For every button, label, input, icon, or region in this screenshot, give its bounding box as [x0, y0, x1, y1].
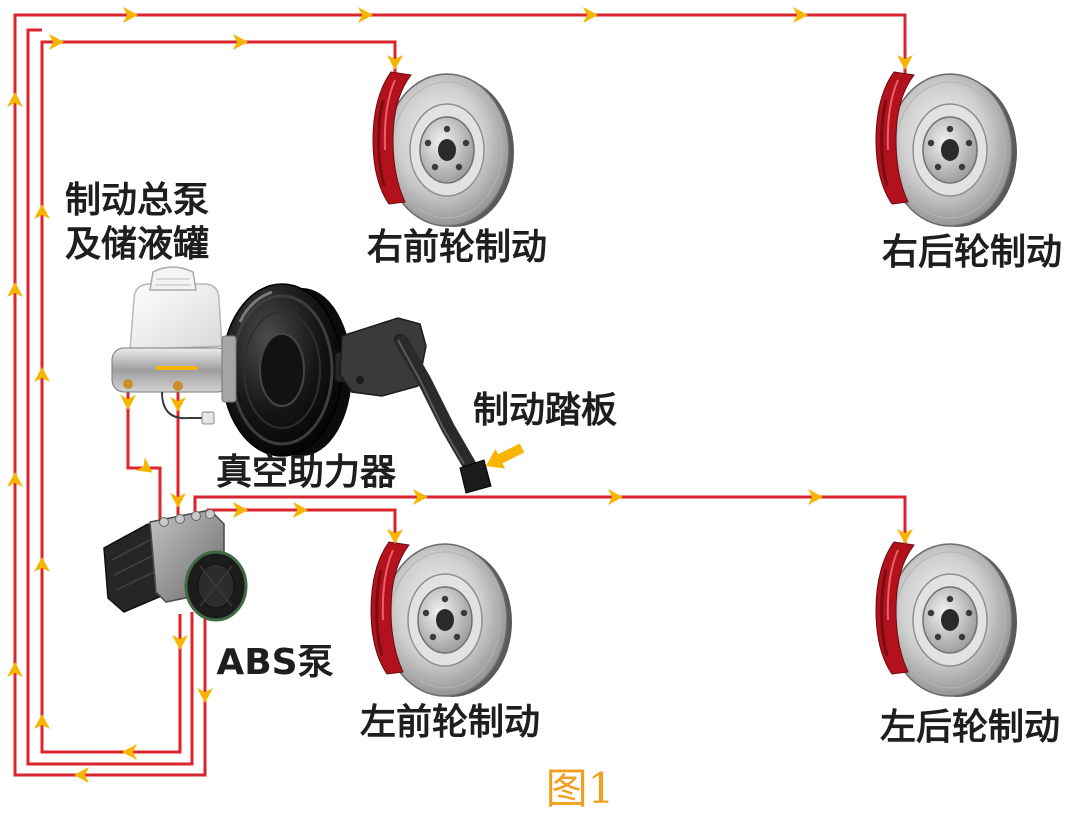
flow-arrow-icon [793, 7, 808, 23]
flow-arrow-icon [897, 529, 913, 544]
reservoir [129, 283, 223, 351]
flow-arrow-icon [7, 472, 23, 487]
flow-arrow-icon [387, 55, 403, 70]
flow-arrow-icon [358, 7, 373, 23]
left-front-brake-label: 左前轮制动 [360, 702, 540, 743]
brake-disc-icon [369, 540, 514, 699]
right-front-brake [371, 70, 516, 229]
master-cylinder-label-line2: 及储液罐 [65, 224, 209, 265]
master-cylinder-icon [111, 266, 237, 425]
right-rear-brake [874, 70, 1019, 229]
flow-arrow-icon [608, 489, 623, 505]
brake-line-left-rear [193, 495, 907, 546]
flow-arrow-icon [7, 92, 23, 107]
flow-arrow-icon [49, 34, 64, 50]
flow-arrow-icon [123, 7, 138, 23]
flow-arrow-icon [74, 767, 89, 783]
brake-pedal-icon [339, 317, 492, 494]
abs-pump-label: ABS泵 [216, 642, 333, 683]
flow-arrow-icon [135, 457, 153, 473]
right-front-brake-label: 右前轮制动 [367, 227, 547, 268]
flow-arrow-icon [7, 662, 23, 677]
left-rear-brake-label: 左后轮制动 [880, 707, 1060, 748]
figure-caption: 图1 [546, 764, 615, 813]
flow-arrow-icon [808, 489, 823, 505]
flow-arrow-icon [34, 204, 50, 219]
flow-arrow-icon [197, 688, 213, 703]
flow-arrows [7, 7, 913, 783]
brake-line-middle [26, 28, 194, 766]
flow-arrow-icon [34, 367, 50, 382]
flow-arrow-icon [172, 635, 188, 650]
flow-arrow-icon [583, 7, 598, 23]
flow-arrow-icon [233, 502, 248, 518]
left-rear-brake [874, 540, 1019, 699]
right-rear-brake-label: 右后轮制动 [882, 232, 1062, 273]
flow-arrow-icon [387, 529, 403, 544]
flow-arrow-icon [233, 34, 248, 50]
flow-arrow-icon [170, 397, 186, 412]
flow-arrow-icon [7, 282, 23, 297]
flow-arrow-icon [122, 744, 137, 760]
vacuum-booster-label: 真空助力器 [216, 452, 397, 493]
flow-arrow-icon [897, 55, 913, 70]
brake-line-right-front [40, 40, 397, 754]
brake-lines [13, 13, 907, 777]
brake-disc-icon [371, 70, 516, 229]
abs-pump-icon [103, 509, 248, 622]
brake-line-right-rear [13, 13, 907, 777]
flow-arrow-icon [34, 714, 50, 729]
brake-disc-icon [874, 70, 1019, 229]
left-front-brake [369, 540, 514, 699]
flow-arrow-icon [293, 502, 308, 518]
brake-disc-icon [874, 540, 1019, 699]
flow-arrow-icon [170, 493, 186, 508]
flow-arrow-icon [34, 557, 50, 572]
flow-arrow-icon [413, 489, 428, 505]
master-cylinder-label-line1: 制动总泵 [65, 180, 209, 221]
flow-arrow-icon [120, 395, 136, 410]
brake-pedal-label: 制动踏板 [473, 390, 617, 431]
pedal-pointer-arrow-icon [486, 443, 525, 469]
